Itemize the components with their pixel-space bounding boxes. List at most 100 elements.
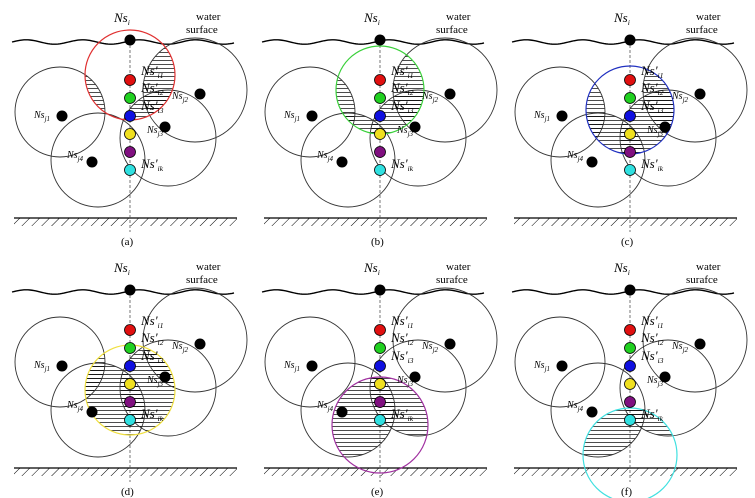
stack-node-4: [624, 128, 636, 140]
stack-label-1: Ns'i1: [140, 313, 164, 330]
panel-caption: (f): [621, 486, 632, 498]
surface-label: surface: [186, 24, 218, 36]
neighbor-node-3: [659, 371, 671, 383]
neighbor-range-circle-4: [50, 112, 146, 208]
stack-node-3: [374, 110, 386, 122]
neighbor-range-circle-3: [619, 89, 717, 187]
stack-label-4: Ns'ik: [390, 406, 414, 423]
stack-node-5: [124, 146, 136, 158]
stack-label-4: Ns'ik: [140, 406, 164, 423]
stack-label-4: Ns'ik: [140, 156, 164, 173]
neighbor-label-1: Nsj1: [283, 110, 300, 123]
neighbor-label-2: Nsj2: [421, 341, 439, 354]
stack-label-2: Ns'i2: [390, 330, 414, 347]
stack-label-4: Ns'ik: [640, 156, 664, 173]
neighbor-label-3: Nsj3: [146, 375, 164, 388]
neighbor-label-1: Nsj1: [533, 360, 550, 373]
neighbor-node-2: [444, 88, 456, 100]
stack-node-3: [124, 360, 136, 372]
stack-node-5: [374, 146, 386, 158]
neighbor-label-2: Nsj2: [171, 341, 189, 354]
water-surface-line: [261, 289, 485, 295]
surface-label: surafce: [686, 274, 718, 286]
stack-label-1: Ns'i1: [390, 313, 414, 330]
water-surface-line: [511, 289, 735, 295]
top-node-label: Nsi: [363, 10, 380, 27]
stack-node-1: [374, 324, 386, 336]
water-surface-line: [11, 289, 235, 295]
stack-node-2: [124, 342, 136, 354]
neighbor-label-4: Nsj4: [566, 150, 584, 163]
neighbor-label-4: Nsj4: [316, 150, 334, 163]
neighbor-range-circle-3: [369, 89, 467, 187]
stack-node-3: [374, 360, 386, 372]
stack-node-6: [374, 414, 386, 426]
highlight-range-circle: [331, 376, 429, 474]
neighbor-node-3: [659, 121, 671, 133]
neighbor-node-4: [86, 156, 98, 168]
highlight-range-circle: [582, 407, 678, 498]
top-node: [624, 34, 636, 46]
stack-label-3: Ns'i3: [140, 348, 164, 365]
neighbor-label-4: Nsj4: [66, 400, 84, 413]
neighbor-node-4: [336, 406, 348, 418]
water-label: water: [696, 261, 721, 273]
surface-label: surface: [436, 24, 468, 36]
stack-node-5: [124, 396, 136, 408]
neighbor-node-1: [306, 110, 318, 122]
top-node: [124, 34, 136, 46]
stack-node-4: [374, 378, 386, 390]
stack-node-1: [374, 74, 386, 86]
neighbor-label-2: Nsj2: [671, 341, 689, 354]
top-node-label: Nsi: [613, 10, 630, 27]
neighbor-node-3: [409, 121, 421, 133]
top-node: [124, 284, 136, 296]
water-surface-line: [11, 39, 235, 45]
stack-label-2: Ns'i2: [640, 330, 664, 347]
neighbor-range-circle-4: [300, 362, 396, 458]
stack-node-4: [374, 128, 386, 140]
neighbor-label-3: Nsj3: [646, 375, 664, 388]
stack-node-6: [124, 164, 136, 176]
water-label: water: [696, 11, 721, 23]
stack-node-5: [624, 146, 636, 158]
panel-caption: (e): [371, 486, 384, 498]
neighbor-node-4: [86, 406, 98, 418]
stack-node-3: [624, 360, 636, 372]
neighbor-range-circle-4: [300, 112, 396, 208]
top-node-label: Nsi: [613, 260, 630, 277]
stack-node-5: [374, 396, 386, 408]
neighbor-range-circle-1: [264, 66, 356, 158]
stack-node-4: [124, 128, 136, 140]
stack-node-6: [124, 414, 136, 426]
stack-node-2: [374, 92, 386, 104]
seabed-hatch: [514, 468, 737, 476]
stack-node-6: [624, 414, 636, 426]
neighbor-node-1: [556, 360, 568, 372]
surface-label: surface: [686, 24, 718, 36]
neighbor-label-1: Nsj1: [33, 360, 50, 373]
stack-label-1: Ns'i1: [390, 63, 414, 80]
panel-caption: (a): [121, 236, 134, 248]
water-label: water: [196, 261, 221, 273]
neighbor-range-circle-1: [264, 316, 356, 408]
neighbor-label-4: Nsj4: [66, 150, 84, 163]
neighbor-label-1: Nsj1: [283, 360, 300, 373]
neighbor-label-4: Nsj4: [566, 400, 584, 413]
neighbor-label-3: Nsj3: [396, 125, 414, 138]
stack-label-2: Ns'i2: [140, 80, 164, 97]
neighbor-label-4: Nsj4: [316, 400, 334, 413]
neighbor-node-2: [194, 88, 206, 100]
top-node-label: Nsi: [113, 10, 130, 27]
neighbor-range-circle-1: [514, 316, 606, 408]
top-node-label: Nsi: [113, 260, 130, 277]
panel-caption: (b): [371, 236, 384, 248]
stack-node-5: [624, 396, 636, 408]
stack-label-3: Ns'i3: [640, 348, 664, 365]
stack-node-4: [624, 378, 636, 390]
neighbor-label-1: Nsj1: [533, 110, 550, 123]
seabed-hatch: [514, 218, 737, 226]
